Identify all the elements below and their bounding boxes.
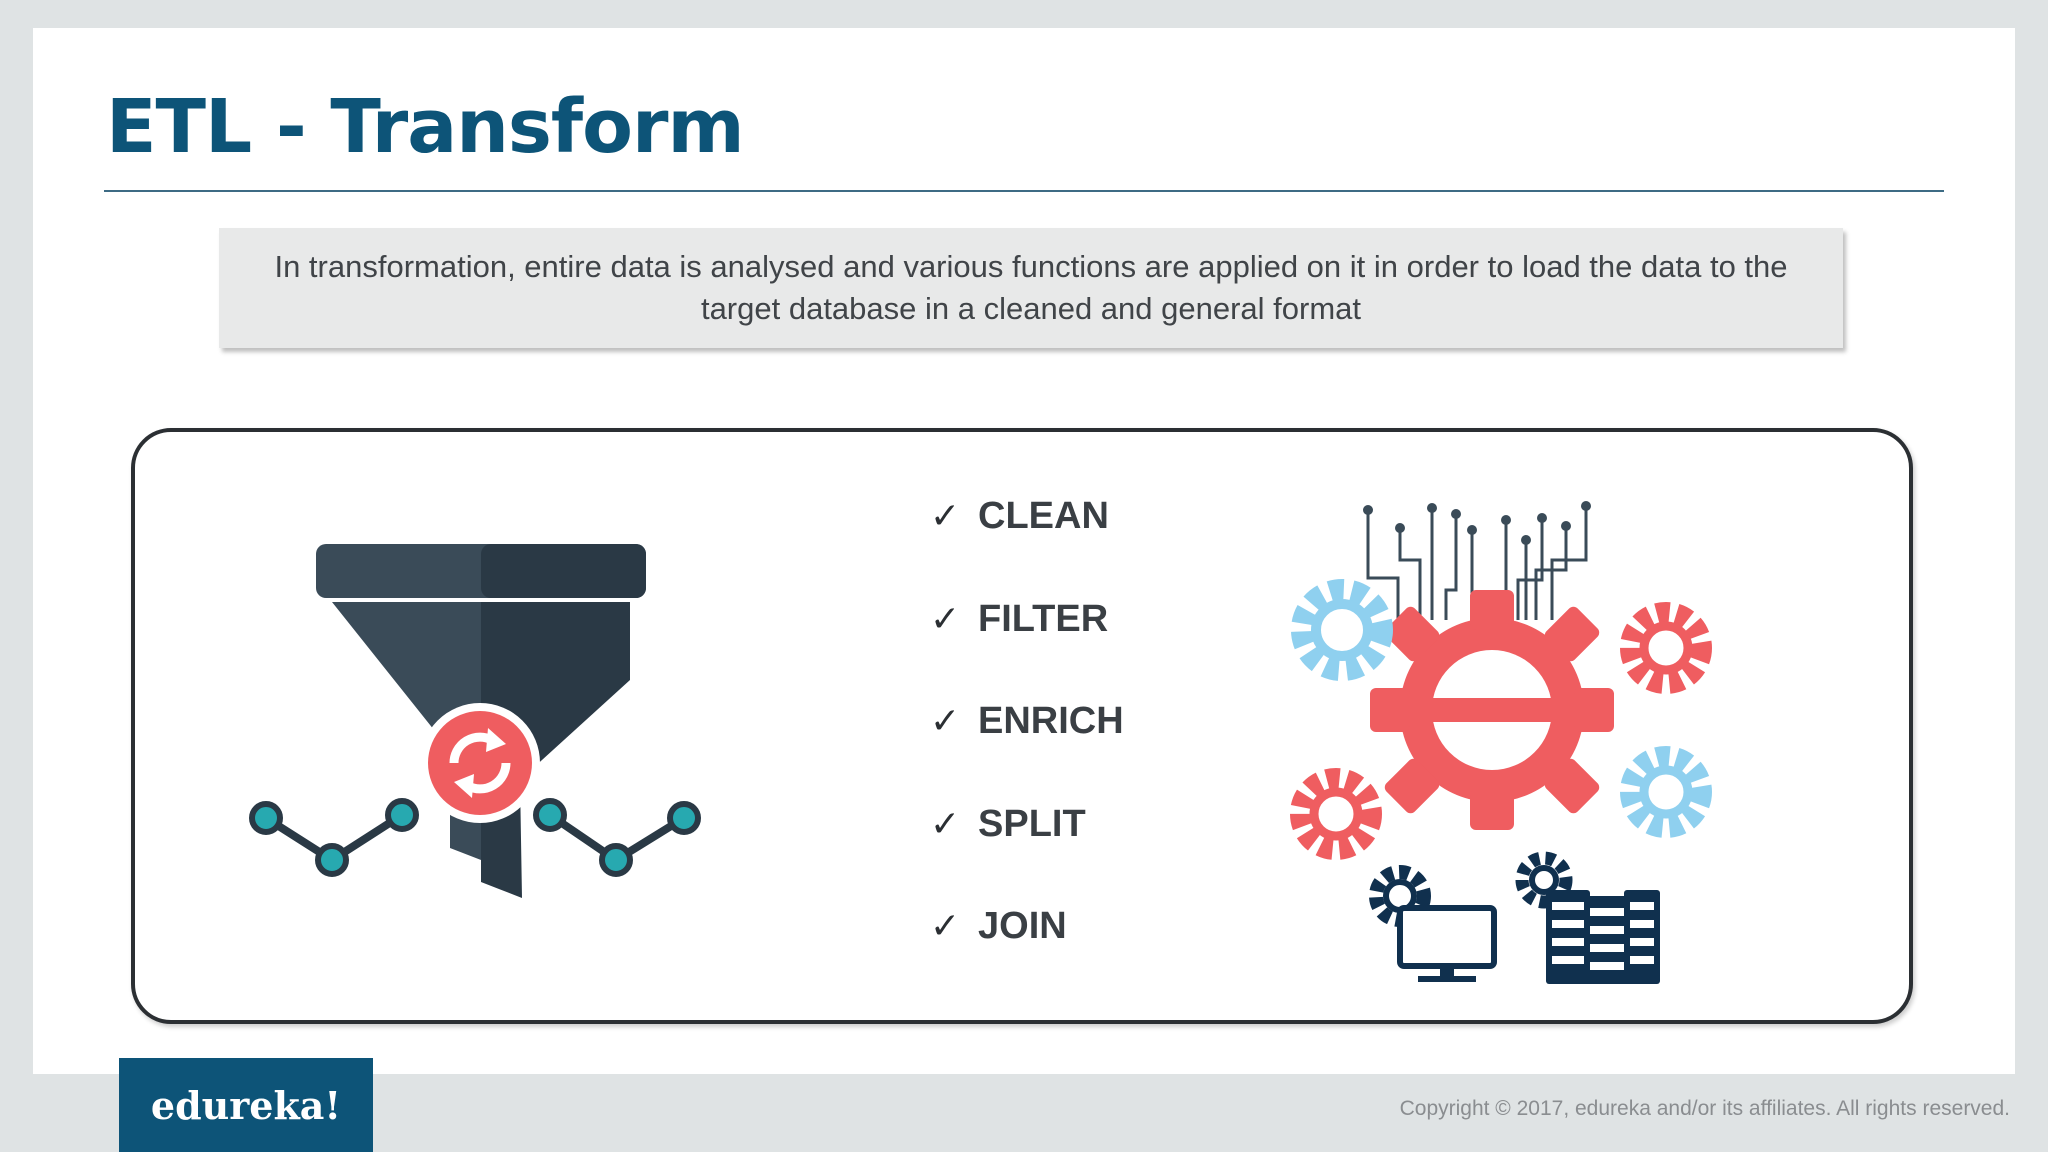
gear-icon: [1290, 768, 1382, 860]
copyright-text: Copyright © 2017, edureka and/or its aff…: [1399, 1097, 2010, 1120]
description-text: In transformation, entire data is analys…: [274, 249, 1788, 326]
description-callout: In transformation, entire data is analys…: [219, 228, 1843, 348]
gear-icon: [1620, 602, 1712, 694]
server-icon: [1546, 890, 1660, 984]
list-item-label: JOIN: [978, 905, 1067, 947]
list-item-label: SPLIT: [978, 802, 1086, 845]
list-item: ✓ CLEAN: [930, 495, 1124, 598]
check-icon: ✓: [930, 700, 961, 741]
check-icon: ✓: [930, 905, 961, 946]
list-item-label: FILTER: [978, 597, 1109, 640]
page-title: ETL - Transform: [106, 84, 745, 170]
list-item: ✓ FILTER: [930, 598, 1124, 701]
funnel-icon: [249, 544, 701, 898]
list-item: ✓ JOIN: [930, 905, 1124, 1008]
list-item: ✓ SPLIT: [930, 803, 1124, 906]
edureka-logo: edureka!: [119, 1058, 373, 1152]
list-item: ✓ ENRICH: [930, 700, 1124, 803]
list-item-label: ENRICH: [978, 700, 1124, 742]
list-item-label: CLEAN: [978, 495, 1109, 537]
refresh-icon: [420, 703, 540, 823]
check-icon: ✓: [930, 495, 961, 536]
check-icon: ✓: [930, 802, 961, 844]
gear-icon: [1620, 746, 1712, 838]
gear-icon: [1515, 851, 1573, 909]
gear-icon: [1291, 579, 1393, 681]
transform-checklist: ✓ CLEAN ✓ FILTER ✓ ENRICH ✓ SPLIT ✓ JOIN: [930, 495, 1124, 1008]
gears-icon: [1290, 501, 1712, 984]
monitor-icon: [1397, 905, 1497, 982]
check-icon: ✓: [930, 597, 961, 639]
title-divider: [104, 190, 1944, 192]
